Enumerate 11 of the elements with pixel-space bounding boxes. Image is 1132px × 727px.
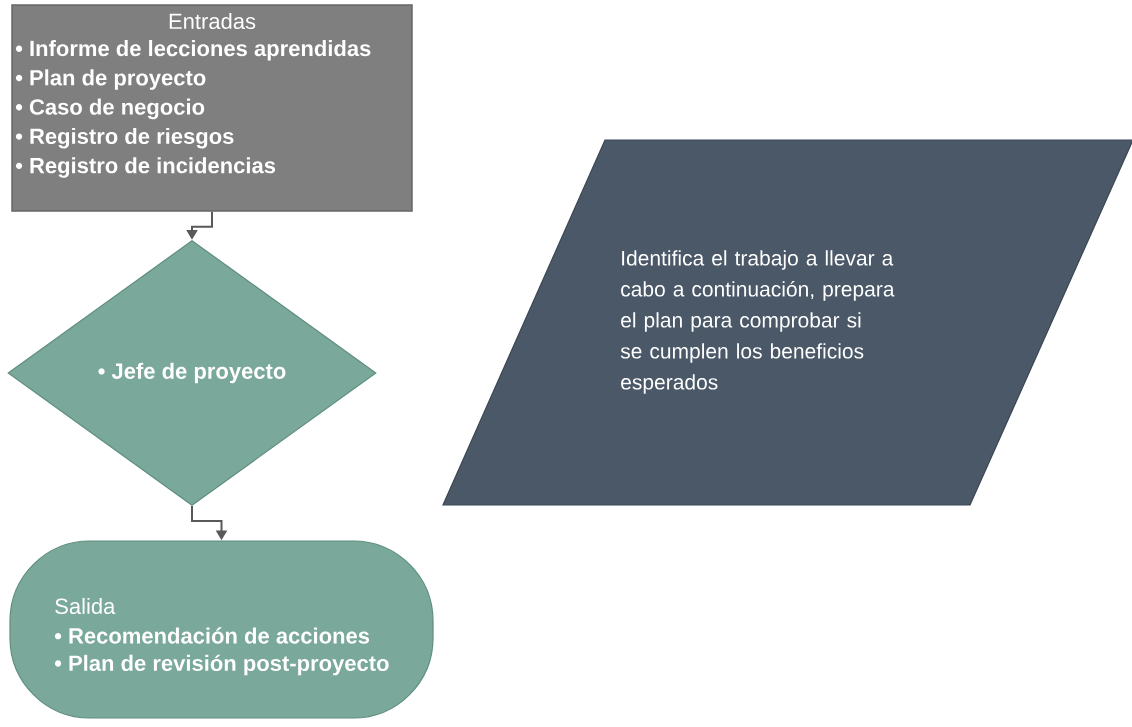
box-heading: Entradas <box>169 12 256 30</box>
bullet-item: • Caso de negocio <box>15 98 205 120</box>
bullet-item: • Plan de revisión post-proyecto <box>54 654 389 676</box>
bullet-item: • Registro de riesgos <box>15 127 234 149</box>
bullet-item: • Recomendación de acciones <box>54 627 370 644</box>
description-text: Identifica el trabajo a llevar a cabo a continuación, prepara el plan para comprobar si se cumplen los beneficios esperados <box>620 250 895 394</box>
bullet-item: • Plan de proyecto <box>15 69 206 90</box>
terminal-heading: Salida <box>55 597 116 615</box>
diamond-label: • Jefe de proyecto <box>98 362 286 384</box>
bullet-item: • Registro de incidencias <box>15 157 276 178</box>
bullet-item: • Informe de lecciones aprendidas <box>15 40 371 61</box>
